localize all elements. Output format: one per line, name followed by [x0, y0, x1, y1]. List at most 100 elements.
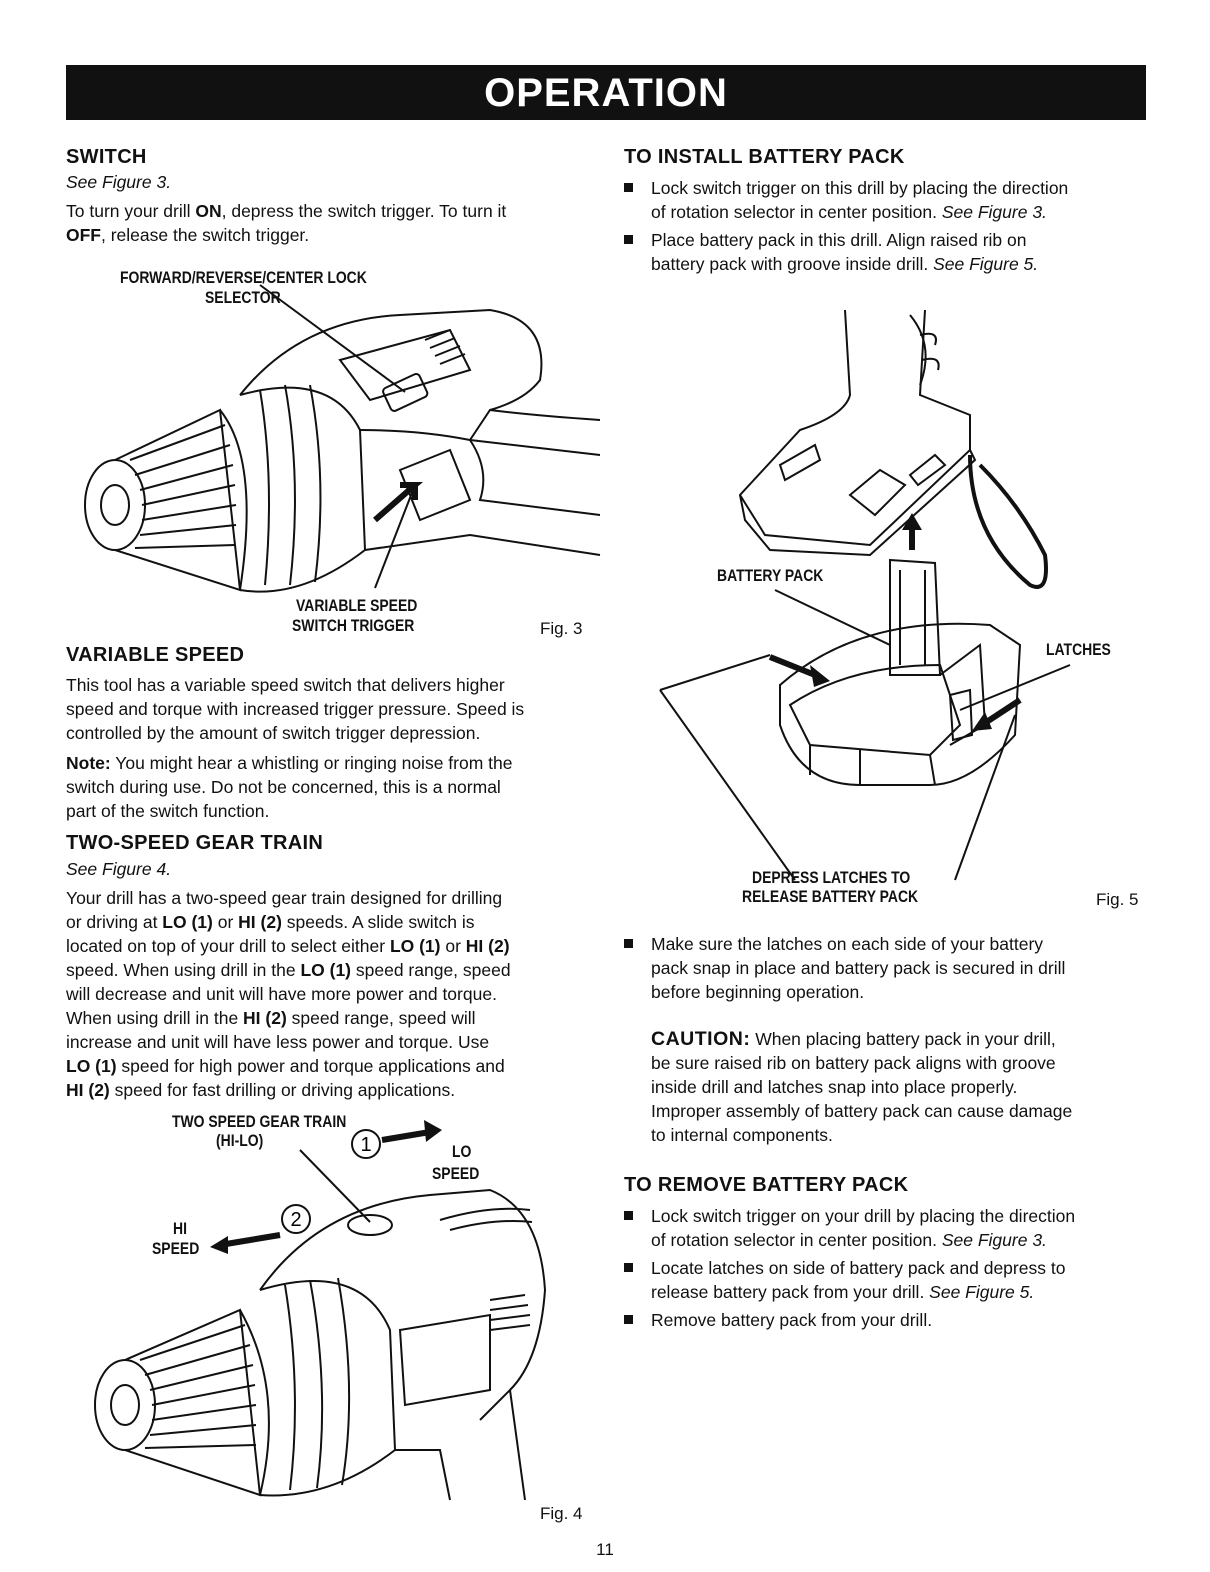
- bullet-line: battery pack with groove inside drill. S…: [651, 252, 1038, 276]
- bullet-line: of rotation selector in center position.…: [651, 1228, 1075, 1252]
- text-run: Lock switch trigger on this drill by pla…: [651, 178, 1069, 198]
- text-run: To turn your drill: [66, 201, 196, 221]
- bullet-line: Make sure the latches on each side of yo…: [651, 934, 1044, 954]
- fig4-lo-label-1: LO: [452, 1142, 472, 1161]
- install-bullet-2-text: Place battery pack in this drill. Align …: [651, 228, 1038, 276]
- text-run: See Figure 5.: [929, 1282, 1035, 1302]
- fig4-hi-label-1: HI: [173, 1219, 187, 1238]
- bullet-line: of rotation selector in center position.…: [651, 200, 1068, 224]
- fig3-trigger-caption-1: VARIABLE SPEED: [296, 596, 418, 615]
- text-run: See Figure 5.: [933, 254, 1039, 274]
- remove-bullet-1-text: Lock switch trigger on your drill by pla…: [651, 1204, 1075, 1252]
- gear-train-body: Your drill has a two-speed gear train de…: [66, 886, 511, 1102]
- text-run: or: [212, 912, 239, 932]
- fig4-label: Fig. 4: [540, 1504, 583, 1523]
- bullet-marker: [624, 235, 633, 244]
- text-run: HI (2): [465, 936, 510, 956]
- fig5-battery-illustration: [659, 309, 1071, 881]
- variable-speed-line: speed and torque with increased trigger …: [66, 699, 525, 719]
- text-run: increase and unit will have less power a…: [66, 1032, 490, 1052]
- variable-speed-body: This tool has a variable speed switch th…: [66, 673, 524, 823]
- fig5-depress-caption-1: DEPRESS LATCHES TO: [752, 868, 911, 887]
- text-run: OFF: [66, 225, 101, 245]
- latches-bullet-text: Make sure the latches on each side of yo…: [651, 932, 1065, 1004]
- text-run: HI (2): [66, 1080, 110, 1100]
- text-run: or: [440, 936, 466, 956]
- fig5-latches-caption: LATCHES: [1046, 640, 1111, 659]
- text-run: will decrease and unit will have more po…: [66, 984, 497, 1004]
- fig3-selector-caption-1: FORWARD/REVERSE/CENTER LOCK: [120, 268, 367, 287]
- text-run: HI (2): [238, 912, 282, 932]
- gear-train-heading: TWO-SPEED GEAR TRAIN: [66, 832, 324, 854]
- caution-label: CAUTION:: [651, 1028, 751, 1050]
- caution-line: Improper assembly of battery pack can ca…: [651, 1101, 1073, 1121]
- gear-train-line: located on top of your drill to select e…: [66, 934, 511, 958]
- bullet-line: Lock switch trigger on your drill by pla…: [651, 1204, 1075, 1228]
- text-run: LO (1): [300, 960, 352, 980]
- fig4-mark-2: 2: [290, 1209, 301, 1231]
- bullet-line: release battery pack from your drill. Se…: [651, 1280, 1065, 1304]
- variable-speed-line: This tool has a variable speed switch th…: [66, 675, 505, 695]
- fig3-label: Fig. 3: [540, 619, 583, 638]
- fig4-caption-1: TWO SPEED GEAR TRAIN: [172, 1112, 347, 1131]
- text-run: speed for fast drilling or driving appli…: [109, 1080, 456, 1100]
- text-run: Remove battery pack from your drill.: [651, 1310, 933, 1330]
- text-run: of rotation selector in center position.: [651, 202, 942, 222]
- fig4-caption-2: (HI-LO): [216, 1131, 264, 1150]
- text-run: , depress the switch trigger. To turn it: [221, 201, 507, 221]
- caution-line-1: CAUTION: When placing battery pack in yo…: [651, 1027, 1072, 1051]
- gear-train-line: When using drill in the HI (2) speed ran…: [66, 1006, 511, 1030]
- note-label: Note:: [66, 753, 111, 773]
- text-run: See Figure 3.: [941, 202, 1047, 222]
- caution-line: be sure raised rib on battery pack align…: [651, 1053, 1056, 1073]
- variable-speed-note: Note: You might hear a whistling or ring…: [66, 751, 524, 775]
- switch-line-1: To turn your drill ON, depress the switc…: [66, 199, 506, 223]
- bullet-line: Remove battery pack from your drill.: [651, 1308, 932, 1332]
- bullet-marker: [624, 939, 633, 948]
- text-run: LO (1): [389, 936, 441, 956]
- variable-speed-line: controlled by the amount of switch trigg…: [66, 723, 481, 743]
- text-run: Lock switch trigger on your drill by pla…: [651, 1206, 1076, 1226]
- gear-train-line: HI (2) speed for fast drilling or drivin…: [66, 1078, 511, 1102]
- text-run: Your drill has a two-speed gear train de…: [66, 888, 503, 908]
- text-run: release battery pack from your drill.: [651, 1282, 930, 1302]
- fig5-depress-caption-2: RELEASE BATTERY PACK: [742, 887, 919, 906]
- switch-see-figure: See Figure 3.: [66, 172, 172, 192]
- text-run: HI (2): [243, 1008, 287, 1028]
- remove-bullet-3-text: Remove battery pack from your drill.: [651, 1308, 932, 1332]
- text-run: LO (1): [162, 912, 213, 932]
- bullet-marker: [624, 183, 633, 192]
- text-run: speed for high power and torque applicat…: [116, 1056, 505, 1076]
- bullet-line: Locate latches on side of battery pack a…: [651, 1256, 1065, 1280]
- text-run: or driving at: [66, 912, 163, 932]
- text-run: , release the switch trigger.: [101, 225, 310, 245]
- text-run: When using drill in the: [66, 1008, 244, 1028]
- text-run: located on top of your drill to select e…: [66, 936, 390, 956]
- fig4-hi-label-2: SPEED: [152, 1239, 200, 1258]
- note-line: You might hear a whistling or ringing no…: [110, 753, 513, 773]
- bullet-line: Lock switch trigger on this drill by pla…: [651, 176, 1068, 200]
- text-run: speeds. A slide switch is: [281, 912, 475, 932]
- text-run: Place battery pack in this drill. Align …: [651, 230, 1027, 250]
- bullet-line: Place battery pack in this drill. Align …: [651, 228, 1038, 252]
- gear-train-line: increase and unit will have less power a…: [66, 1030, 511, 1054]
- bullet-marker: [624, 1263, 633, 1272]
- fig3-drill-illustration: [84, 284, 601, 593]
- gear-train-line: will decrease and unit will have more po…: [66, 982, 511, 1006]
- caution-line: to internal components.: [651, 1125, 833, 1145]
- gear-train-line: Your drill has a two-speed gear train de…: [66, 886, 511, 910]
- text-run: ON: [195, 201, 222, 221]
- gear-train-line: LO (1) speed for high power and torque a…: [66, 1054, 511, 1078]
- remove-heading: TO REMOVE BATTERY PACK: [624, 1174, 909, 1196]
- note-line: part of the switch function.: [66, 801, 270, 821]
- install-bullet-1-text: Lock switch trigger on this drill by pla…: [651, 176, 1068, 224]
- text-run: See Figure 3.: [941, 1230, 1047, 1250]
- fig4-drill-illustration: 2 1: [94, 1120, 547, 1501]
- note-line: switch during use. Do not be concerned, …: [66, 777, 501, 797]
- bullet-line: pack snap in place and battery pack is s…: [651, 958, 1066, 978]
- switch-body: To turn your drill ON, depress the switc…: [66, 199, 506, 247]
- page-number: 11: [596, 1540, 614, 1559]
- switch-heading: SWITCH: [66, 146, 147, 168]
- bullet-line: before beginning operation.: [651, 982, 865, 1002]
- caution-line: When placing battery pack in your drill,: [750, 1029, 1056, 1049]
